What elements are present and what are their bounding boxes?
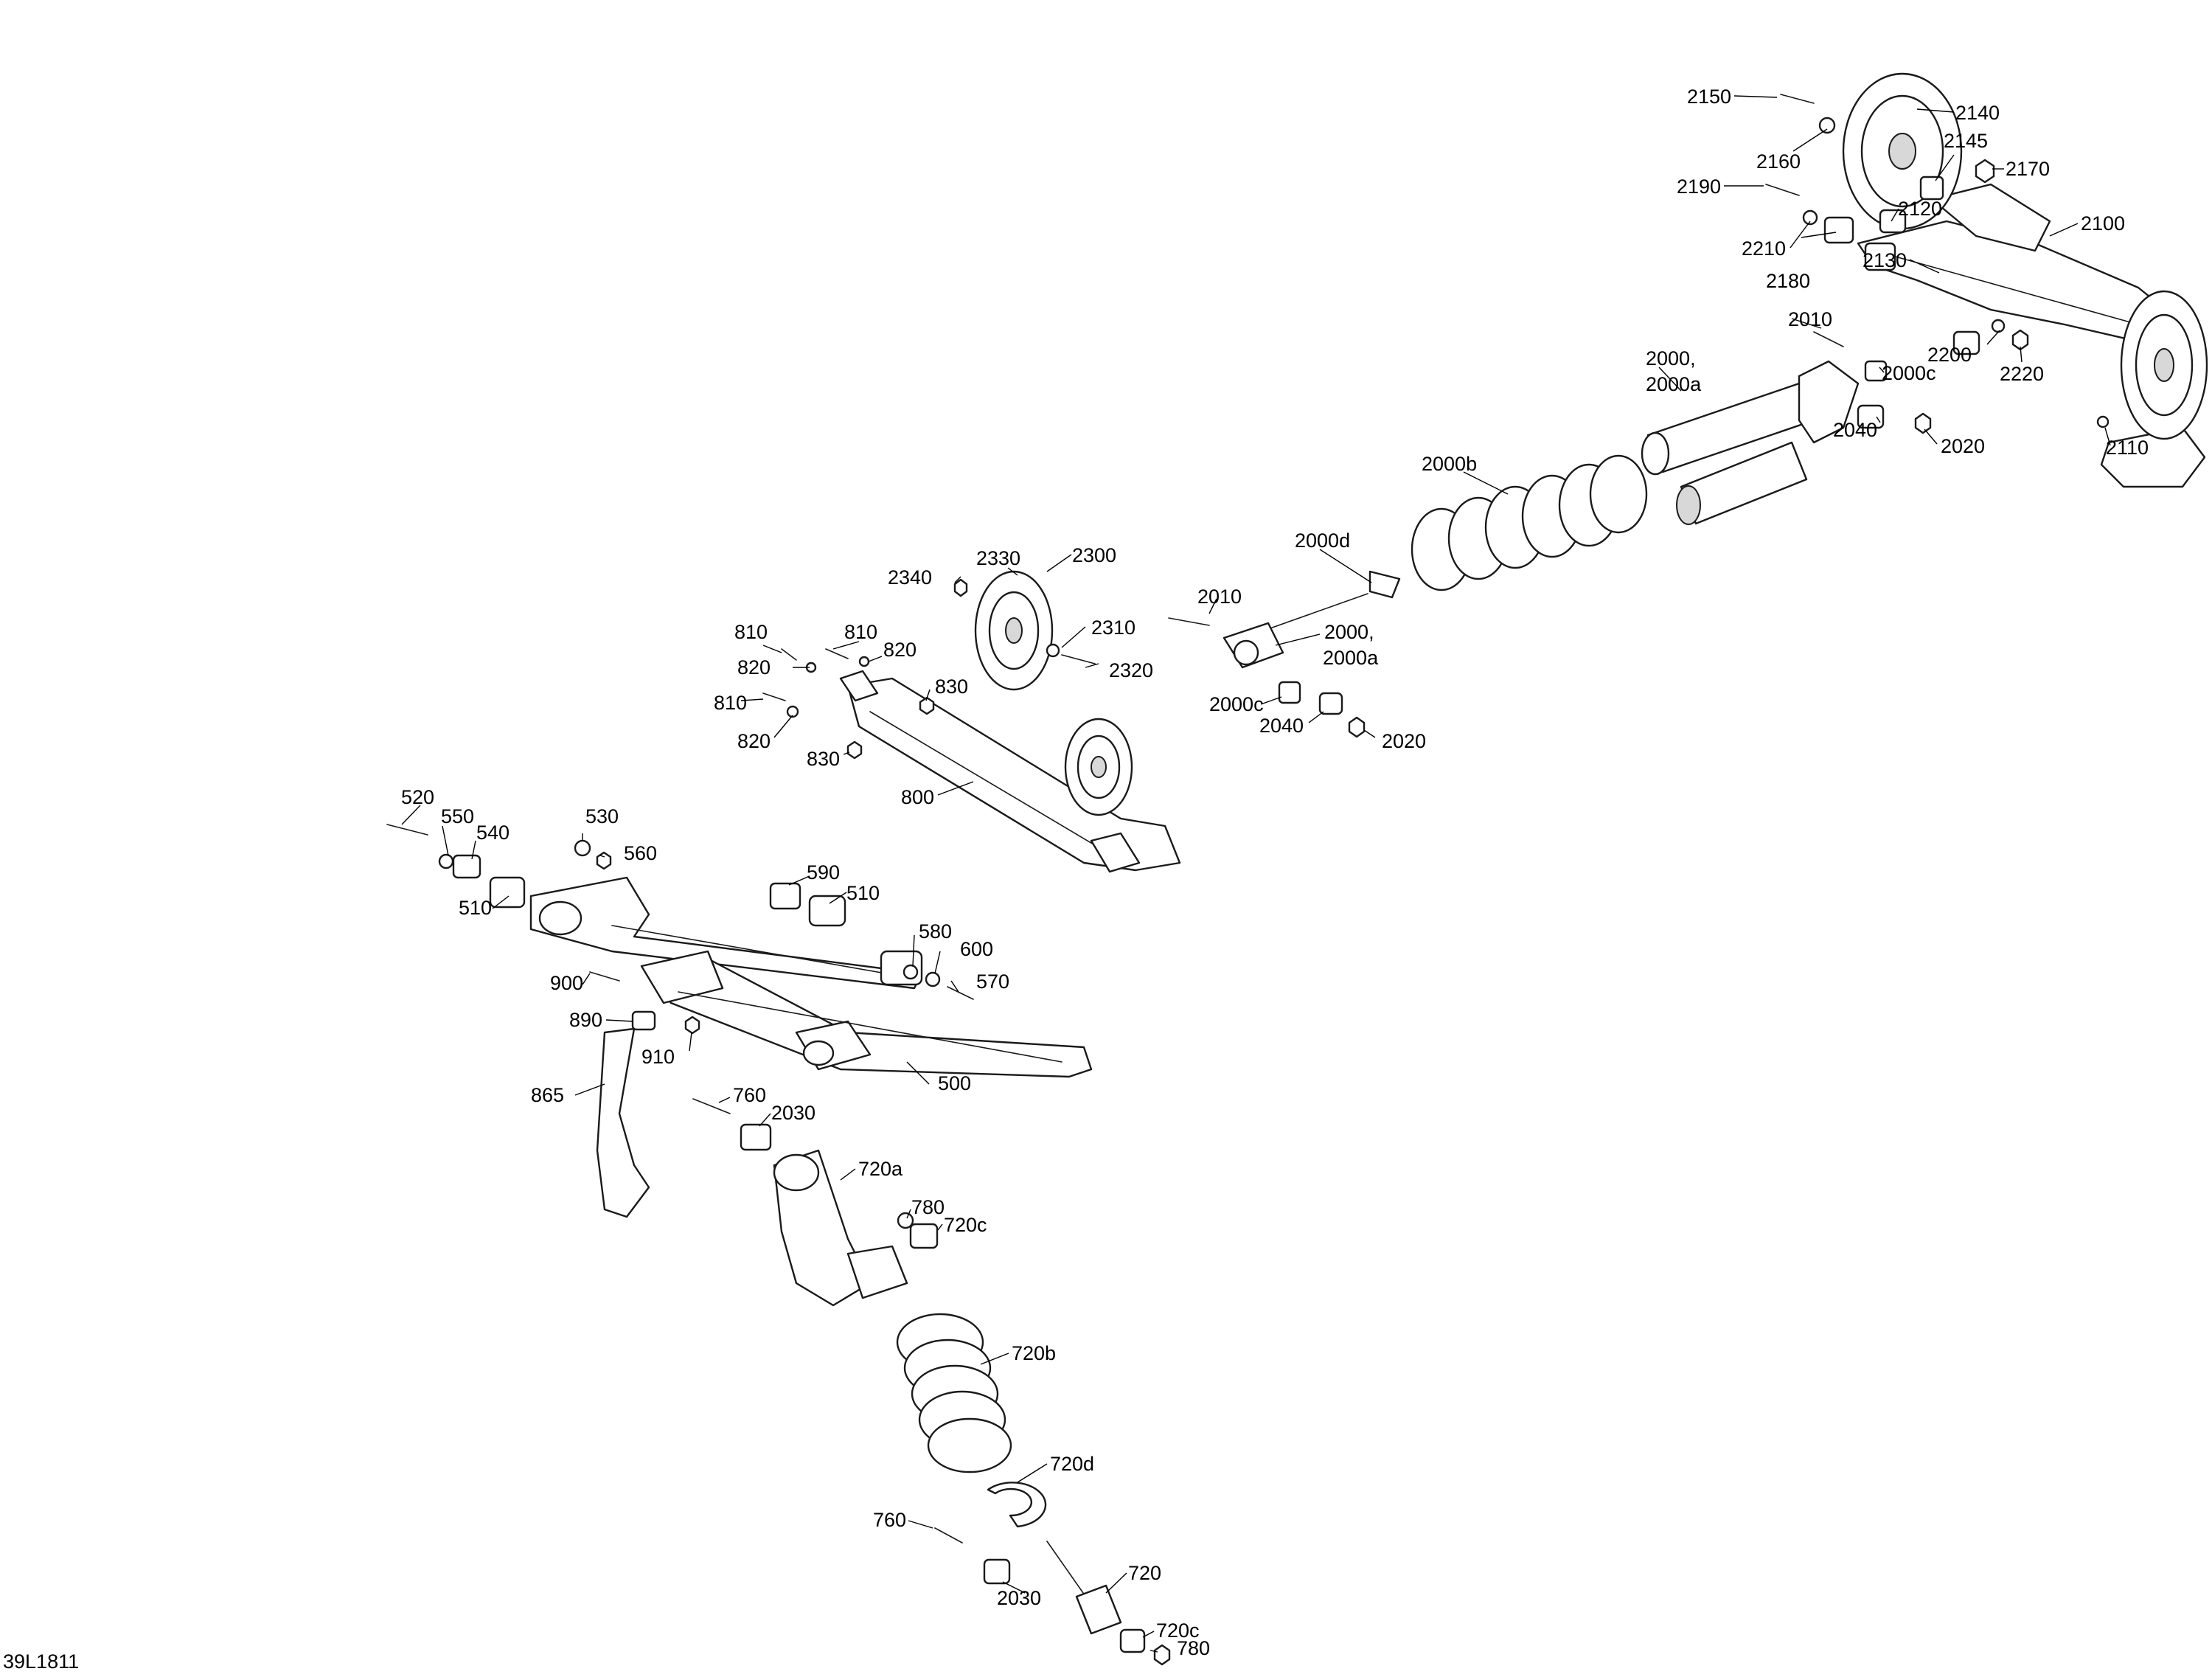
callout-2160: 2160 — [1756, 150, 1801, 173]
callout-2030-a: 2030 — [771, 1102, 815, 1124]
rear-arm-2100 — [1857, 183, 2206, 488]
callout-2200: 2200 — [1927, 344, 1972, 366]
wheel-2300 — [974, 570, 1054, 691]
callout-2100: 2100 — [2081, 212, 2125, 235]
callout-2000b: 2000b — [1422, 453, 1477, 475]
callout-510-a: 510 — [459, 897, 492, 919]
callout-2220: 2220 — [2000, 363, 2044, 385]
callout-500: 500 — [938, 1072, 971, 1094]
front-shock-lower-720 — [934, 1482, 1171, 1666]
callout-600: 600 — [960, 938, 993, 960]
callout-2000d: 2000d — [1295, 530, 1350, 552]
callout-560: 560 — [624, 842, 657, 864]
arm-hardware-2100 — [1765, 94, 2110, 428]
callout-2030-b: 2030 — [997, 1587, 1041, 1609]
callout-540: 540 — [476, 822, 509, 844]
callout-2000-top: 2000, — [1646, 347, 1696, 369]
callout-760-a: 760 — [733, 1084, 766, 1106]
callout-760-b: 760 — [873, 1509, 906, 1531]
callout-890: 890 — [569, 1009, 602, 1031]
callout-2000c-top: 2000c — [1882, 362, 1936, 384]
callout-720c-a: 720c — [944, 1214, 987, 1236]
callout-720c-b: 720c — [1156, 1619, 1200, 1642]
callout-865: 865 — [531, 1084, 564, 1106]
middle-axle-800 — [839, 670, 1181, 873]
callout-2140: 2140 — [1955, 102, 2000, 124]
link-plate-865 — [596, 1027, 650, 1218]
rear-spring-2000b — [1411, 454, 1648, 591]
callout-820-c: 820 — [737, 730, 771, 752]
callout-2300: 2300 — [1072, 544, 1116, 566]
callout-720: 720 — [1128, 1562, 1161, 1584]
callout-830-a: 830 — [935, 676, 968, 698]
callout-2000a-mid: 2000a — [1323, 647, 1379, 669]
callout-2145: 2145 — [1944, 130, 1988, 152]
callout-2010-top: 2010 — [1788, 308, 1832, 330]
callout-810-b: 810 — [844, 621, 877, 643]
callout-550: 550 — [441, 805, 474, 827]
callout-2170: 2170 — [2006, 158, 2050, 180]
callout-2040-top: 2040 — [1833, 419, 1877, 441]
front-arm-500 — [640, 950, 1093, 1078]
callout-580: 580 — [919, 920, 952, 942]
callout-2330: 2330 — [976, 547, 1020, 569]
callout-2000a-top: 2000a — [1646, 373, 1702, 395]
wheel-axle-800 — [1064, 718, 1133, 816]
callout-900: 900 — [550, 972, 583, 994]
callout-2120: 2120 — [1898, 198, 1942, 220]
callout-570: 570 — [976, 971, 1009, 993]
front-arm-hardware — [386, 824, 974, 1035]
callout-820-b: 820 — [737, 656, 771, 678]
callout-820-a: 820 — [883, 639, 917, 661]
rear-shock-body-2000 — [1641, 331, 1932, 525]
callout-2040-mid: 2040 — [1259, 715, 1304, 737]
callout-2000c-mid: 2000c — [1209, 693, 1264, 715]
front-spring-720b — [896, 1313, 1012, 1473]
callout-530: 530 — [585, 805, 619, 827]
callout-720d: 720d — [1050, 1453, 1094, 1475]
callout-810-a: 810 — [734, 621, 768, 643]
callout-2310: 2310 — [1091, 617, 1135, 639]
callout-2130: 2130 — [1863, 249, 1907, 271]
callout-520: 520 — [401, 786, 434, 808]
callout-590: 590 — [807, 861, 840, 883]
callout-780-b: 780 — [1177, 1637, 1210, 1659]
callout-910: 910 — [641, 1046, 675, 1068]
callout-labels: 2150 2140 2145 2170 2160 2190 2120 2100 … — [401, 86, 2149, 1659]
callout-720b: 720b — [1012, 1342, 1056, 1364]
drawing-code: 39L1811 — [3, 1650, 79, 1673]
callout-830-b: 830 — [807, 748, 840, 770]
callout-780-a: 780 — [911, 1196, 945, 1218]
axle-hardware-800 — [762, 578, 1096, 760]
callout-2190: 2190 — [1677, 176, 1721, 198]
callout-2110: 2110 — [2106, 437, 2149, 459]
leader-lines — [401, 95, 2111, 1653]
callout-2210: 2210 — [1742, 237, 1786, 260]
callout-2180: 2180 — [1766, 270, 1810, 292]
callout-2150: 2150 — [1687, 86, 1731, 108]
front-shock-upper-720a — [692, 1098, 939, 1307]
callout-720a: 720a — [858, 1158, 903, 1180]
callout-2000-mid: 2000, — [1324, 621, 1374, 643]
rear-shock-rod-2000 — [1168, 570, 1401, 738]
callout-510-b: 510 — [846, 882, 880, 904]
callout-2320: 2320 — [1109, 659, 1153, 681]
callout-2340: 2340 — [888, 566, 932, 588]
callout-800: 800 — [901, 786, 934, 808]
callout-2010-mid: 2010 — [1197, 586, 1242, 608]
callout-2020-top: 2020 — [1941, 435, 1985, 457]
callout-810-c: 810 — [714, 692, 747, 714]
callout-2020-mid: 2020 — [1382, 730, 1426, 752]
idler-wheel-rear — [2120, 290, 2208, 440]
